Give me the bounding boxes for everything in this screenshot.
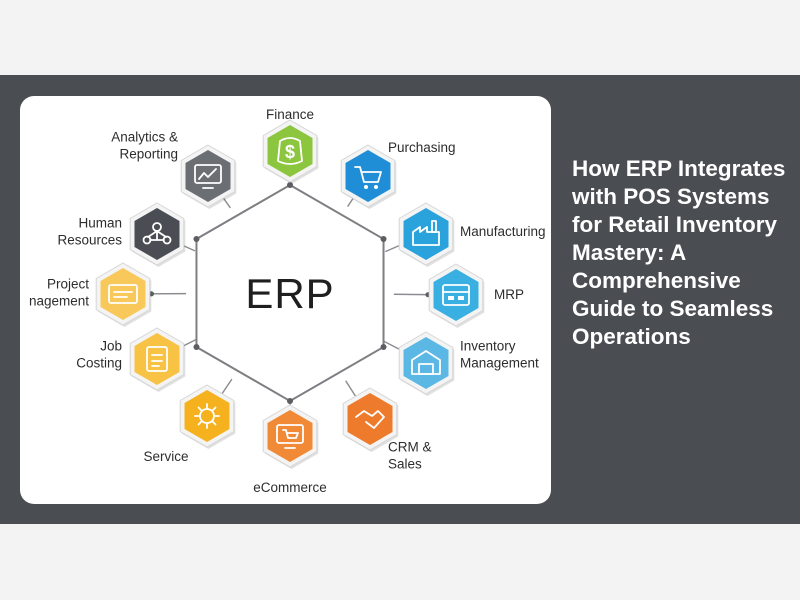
shopping-cart-icon [354, 166, 382, 189]
project-board-icon [108, 284, 138, 304]
module-label-service: Service [143, 449, 188, 464]
module-label-line: Service [143, 449, 188, 464]
module-crm: CRM & Sales [342, 387, 432, 472]
module-label-line: Job [100, 339, 122, 354]
center-vertex-dot [193, 236, 200, 242]
module-service: Service [143, 384, 236, 464]
module-label-line: Manufacturing [460, 224, 546, 239]
module-finance: $ Finance [262, 107, 319, 184]
module-label-finance: Finance [266, 107, 314, 122]
module-label-line: Reporting [119, 147, 178, 162]
erp-center-label: ERP [245, 270, 334, 317]
module-hex-finance [267, 125, 313, 177]
web-cart-icon [276, 424, 304, 449]
module-ecommerce: eCommerce [253, 404, 327, 495]
module-hex-ecommerce [267, 410, 313, 462]
module-label-line: Purchasing [388, 140, 456, 155]
module-label-line: Sales [388, 457, 422, 472]
chart-monitor-icon [194, 164, 222, 189]
module-hex-service [184, 390, 230, 442]
module-label-line: Finance [266, 107, 314, 122]
module-label-line: Analytics & [111, 130, 178, 145]
module-hex-crm [347, 393, 393, 445]
svg-text:$: $ [285, 142, 295, 162]
module-analytics: Analytics & Reporting [111, 130, 237, 209]
module-label-line: eCommerce [253, 480, 327, 495]
module-label-line: Resources [57, 233, 122, 248]
center-vertex-dot [380, 236, 387, 242]
center-vertex-dot [287, 398, 293, 404]
module-label-line: Human [78, 216, 122, 231]
center-vertex-dot [193, 344, 200, 350]
module-label-purchasing: Purchasing [388, 140, 456, 155]
module-hex-inventory [403, 337, 449, 389]
center-vertex-dot [287, 182, 293, 188]
article-title: How ERP Integrates with POS Systems for … [572, 156, 786, 349]
module-manufacturing: Manufacturing [398, 202, 546, 267]
module-project: Project nagement [29, 262, 152, 327]
module-hex-purchasing [345, 150, 391, 202]
center-vertex-dot [380, 344, 387, 350]
planning-board-icon [442, 284, 470, 306]
module-label-line: CRM & [388, 440, 432, 455]
module-label-mrp: MRP [494, 287, 524, 302]
module-hex-mrp [433, 269, 479, 321]
module-label-crm: CRM & Sales [388, 440, 432, 472]
module-hex-job-costing [134, 333, 180, 385]
module-label-line: Costing [76, 356, 122, 371]
dollar-bag-icon: $ [277, 137, 303, 165]
module-hex-manufacturing [403, 208, 449, 260]
module-label-line: Inventory [460, 339, 516, 354]
module-label-project: Project nagement [29, 277, 89, 309]
module-label-line: nagement [29, 294, 89, 309]
module-label-line: Management [460, 356, 539, 371]
people-network-icon [142, 222, 172, 245]
module-purchasing: Purchasing [340, 140, 456, 209]
erp-center: ERP [193, 182, 387, 404]
module-label-line: Project [47, 277, 89, 292]
module-label-manufacturing: Manufacturing [460, 224, 546, 239]
handshake-icon [355, 410, 385, 429]
clipboard-icon [146, 346, 168, 372]
module-label-analytics: Analytics & Reporting [111, 130, 178, 162]
module-label-line: MRP [494, 287, 524, 302]
module-hex-project [100, 268, 146, 320]
module-label-ecommerce: eCommerce [253, 480, 327, 495]
service-gear-icon [194, 403, 220, 429]
module-mrp: MRP [428, 263, 524, 328]
warehouse-icon [411, 350, 441, 375]
factory-icon [412, 220, 440, 246]
